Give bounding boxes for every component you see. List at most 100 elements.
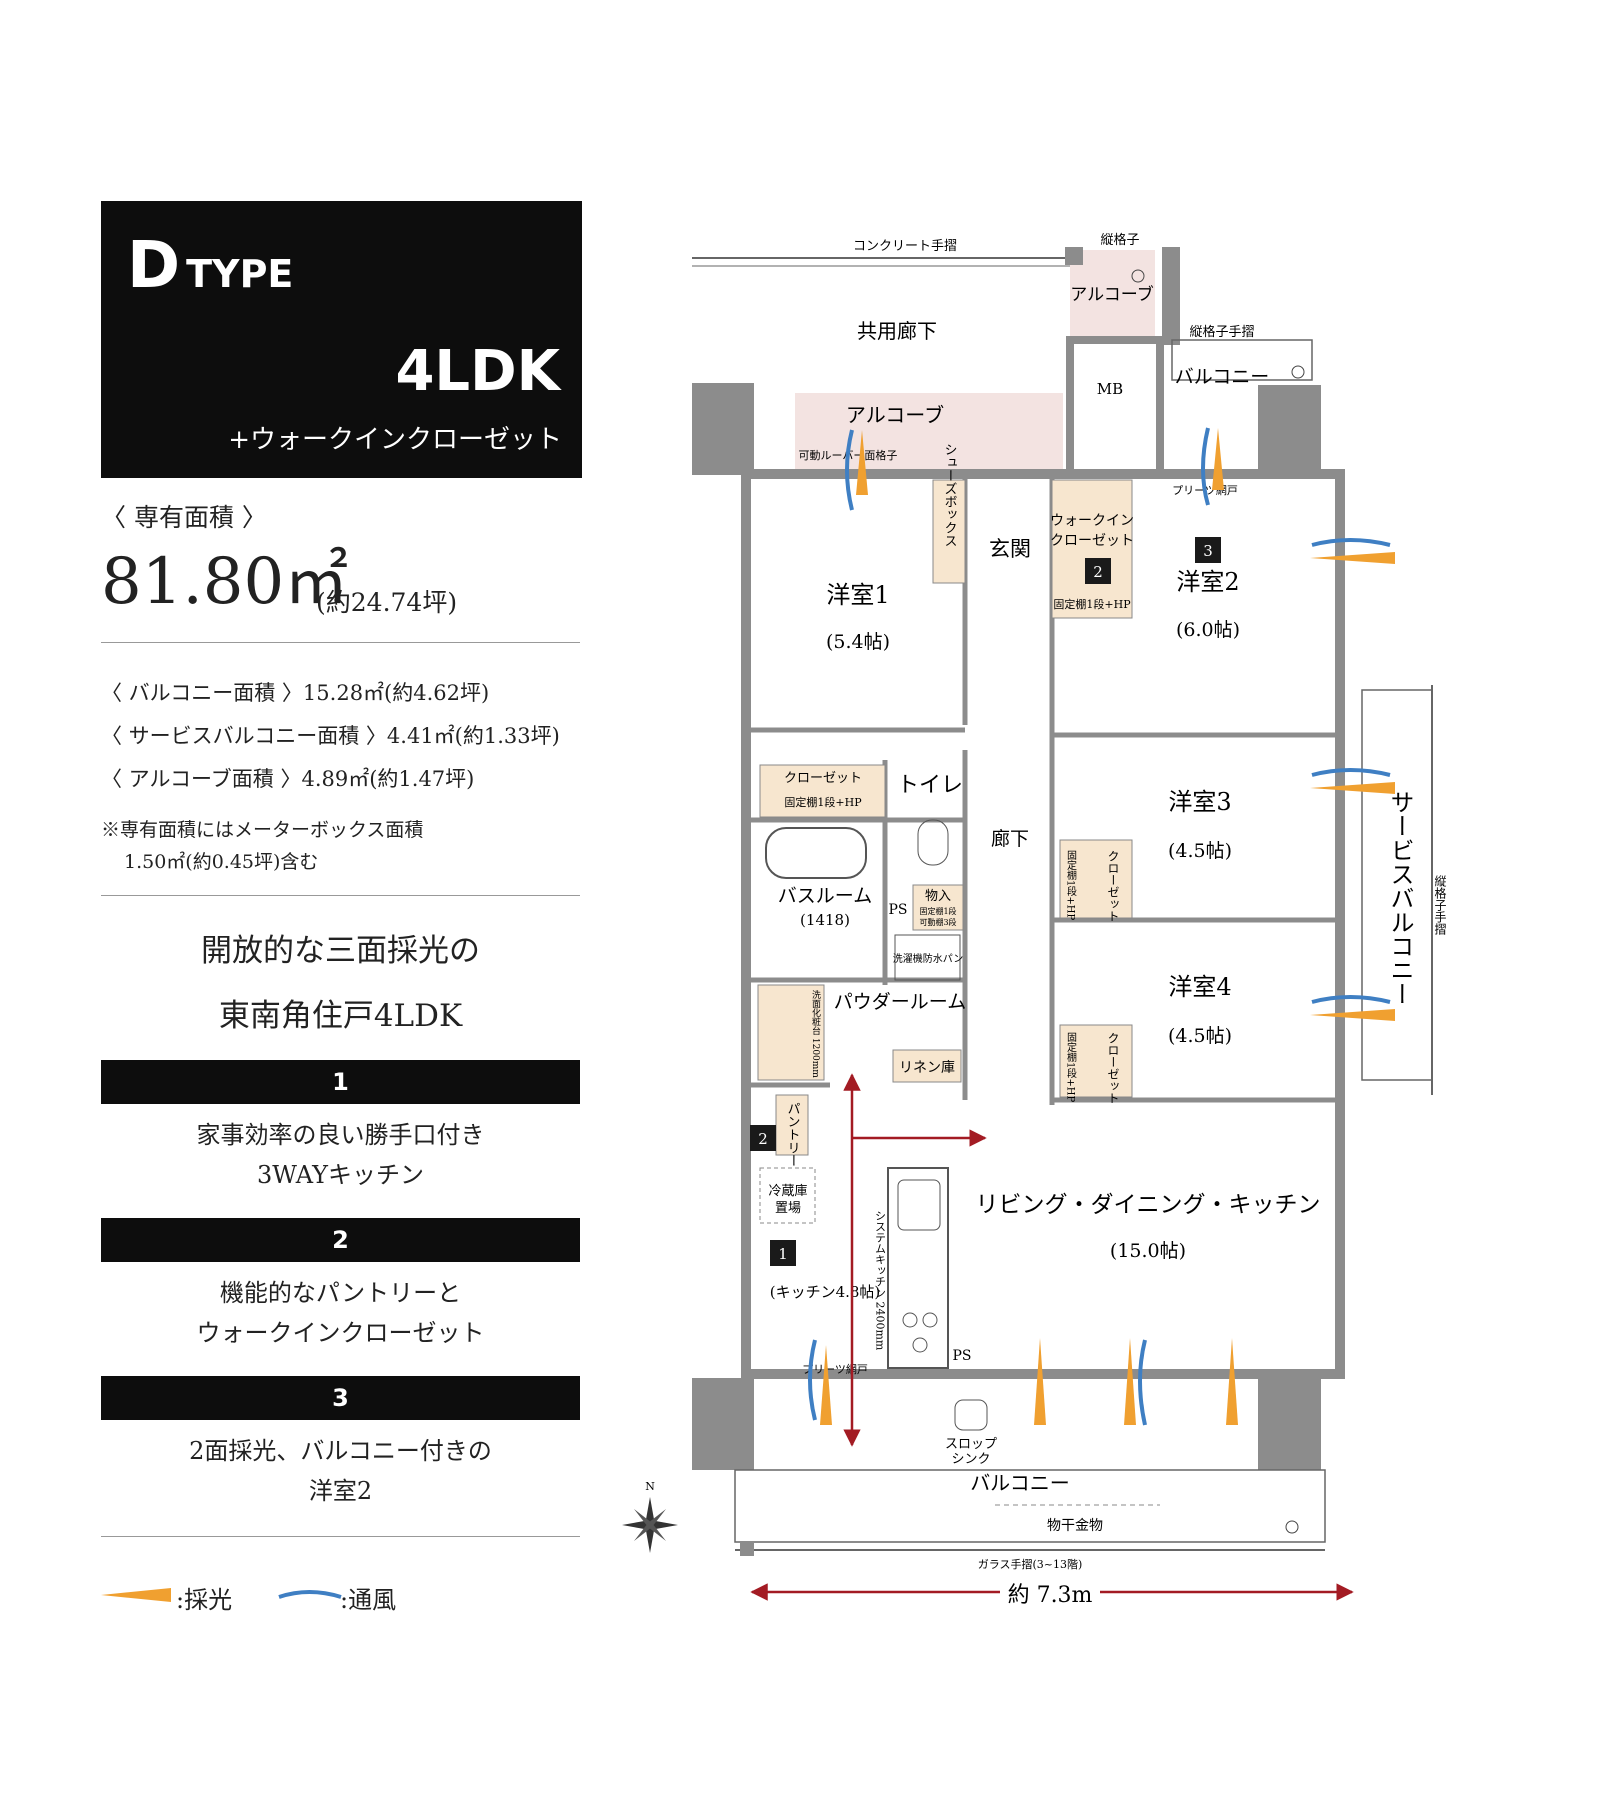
- north-label: N: [645, 1480, 655, 1493]
- entrance-label: 玄関: [989, 537, 1031, 561]
- room1-size: (5.4帖): [826, 631, 890, 653]
- feature-badge: [770, 1240, 796, 1266]
- powder-room-label: パウダールーム: [834, 991, 966, 1013]
- dimension-bg: [1000, 1578, 1100, 1606]
- common-corridor-label: 共用廊下: [857, 319, 937, 343]
- stove-icon: [922, 1312, 938, 1328]
- area-value: 81.80㎡: [101, 545, 349, 619]
- wall: [1162, 247, 1180, 345]
- glass-rail-label: ガラス手摺(3~13階): [978, 1557, 1083, 1571]
- bathtub-icon: [765, 827, 867, 879]
- badge-3: 3: [1203, 542, 1213, 560]
- feature-2-bar: 2: [101, 1218, 580, 1262]
- walk-in-closet: [1051, 479, 1133, 619]
- laundry-hanger-label: 物干金物: [1047, 1518, 1103, 1534]
- room4-size: (4.5帖): [1168, 1025, 1232, 1047]
- slop-sink-line1: スロップ: [945, 1437, 997, 1452]
- closet1: [759, 764, 886, 818]
- area-note-line2: 1.50㎡(約0.45坪)含む: [124, 851, 319, 873]
- wind-arrows: [808, 427, 1391, 1426]
- bath-size: (1418): [800, 911, 850, 929]
- storage-note2: 可動棚3段: [919, 917, 956, 927]
- room1-label: 洋室1: [826, 581, 889, 609]
- feature-1-bar: 1: [101, 1060, 580, 1104]
- concrete-rail-label: コンクリート手摺: [853, 239, 957, 254]
- pillar: [692, 383, 754, 475]
- feature-badge: [750, 1125, 776, 1151]
- alcove-top-label: アルコーブ: [1070, 284, 1153, 305]
- shoe-box: [932, 479, 966, 584]
- divider: [101, 895, 580, 896]
- slop-sink-line2: シンク: [951, 1452, 990, 1467]
- wic-shelf-label: 固定棚1段+HP: [1053, 597, 1131, 611]
- badge-2a: 2: [1093, 563, 1103, 581]
- pillar: [692, 1378, 754, 1470]
- stove-icon: [902, 1312, 918, 1328]
- wall: [1065, 247, 1083, 265]
- post: [740, 1542, 754, 1556]
- drain-icon: [1285, 1520, 1299, 1534]
- balcony-bottom-outline: [734, 1469, 1326, 1543]
- balcony-top-label: バルコニー: [1175, 366, 1270, 388]
- storage: [912, 884, 964, 931]
- type-word: TYPE: [186, 252, 294, 296]
- closet3-shelf: 固定棚1段+HP: [1065, 850, 1077, 921]
- toilet-label: トイレ: [897, 773, 963, 798]
- service-balcony-area: 〈 サービスバルコニー面積 〉4.41㎡(約1.33坪): [101, 724, 560, 748]
- headline-line1: 開放的な三面採光の: [201, 933, 480, 969]
- divider: [101, 1536, 580, 1537]
- balcony-top-outline: [1171, 339, 1313, 381]
- room2-size: (6.0帖): [1176, 619, 1240, 641]
- area-label: 〈 専有面積 〉: [101, 503, 267, 532]
- room4-label: 洋室4: [1168, 973, 1231, 1001]
- hallway-label: 廊下: [991, 828, 1029, 850]
- bath-label: バスルーム: [778, 885, 872, 907]
- wic-label-line1: ウォークイン: [1050, 513, 1134, 529]
- light-legend-label: :採光: [176, 1586, 233, 1614]
- vanity: [757, 984, 825, 1081]
- type-letter: D: [127, 229, 181, 303]
- sink-icon: [897, 1179, 941, 1231]
- alcove-main-label: アルコーブ: [846, 403, 944, 427]
- ldk-label: リビング・ダイニング・キッチン: [976, 1192, 1321, 1218]
- vanity-label: 洗面化粧台 1200mm: [810, 989, 821, 1078]
- closet3: [1059, 839, 1133, 919]
- ldk-size: (15.0帖): [1110, 1240, 1186, 1262]
- slop-sink-icon: [954, 1399, 988, 1431]
- vertical-lattice-label: 縦格子: [1100, 232, 1139, 248]
- feature-3-line2: 洋室2: [308, 1477, 373, 1505]
- area-note-line1: ※専有面積にはメーターボックス面積: [101, 819, 424, 841]
- system-kitchen: [887, 1167, 949, 1369]
- alcove-area: 〈 アルコーブ面積 〉4.89㎡(約1.47坪): [101, 767, 475, 791]
- room3-size: (4.5帖): [1168, 840, 1232, 862]
- storage-label: 物入: [925, 889, 951, 904]
- feature-2-line1: 機能的なパントリーと: [219, 1279, 462, 1307]
- feature-3-line1: 2面採光、バルコニー付きの: [189, 1437, 492, 1465]
- closet3-label: クローゼット: [1106, 850, 1120, 922]
- pantry: [775, 1094, 809, 1156]
- divider: [101, 642, 580, 643]
- light-legend-icon: [101, 1588, 171, 1602]
- feature-1-line2: 3WAYキッチン: [257, 1161, 424, 1189]
- meter-box: [1066, 336, 1164, 479]
- alcove-top-area: [1070, 250, 1155, 340]
- drain-icon: [1131, 269, 1145, 283]
- drain-icon: [1291, 365, 1305, 379]
- badge-1: 1: [778, 1245, 788, 1263]
- closet1-label: クローゼット: [784, 771, 862, 786]
- area-tsubo: (約24.74坪): [316, 588, 458, 617]
- ps2-label: PS: [952, 1348, 971, 1364]
- feature-badge: [1195, 537, 1221, 563]
- alcove-main-area: [795, 393, 1063, 473]
- linen-closet: [892, 1049, 962, 1083]
- stove-icon: [912, 1337, 928, 1353]
- lattice-rail-top-label: 縦格子手摺: [1189, 324, 1254, 340]
- kitchen-size: (キッチン4.8帖): [770, 1283, 881, 1301]
- feature-badge: [1085, 558, 1111, 584]
- pillar: [1258, 1378, 1321, 1470]
- exterior-wall: [741, 469, 1345, 1379]
- fridge-space: [759, 1167, 816, 1224]
